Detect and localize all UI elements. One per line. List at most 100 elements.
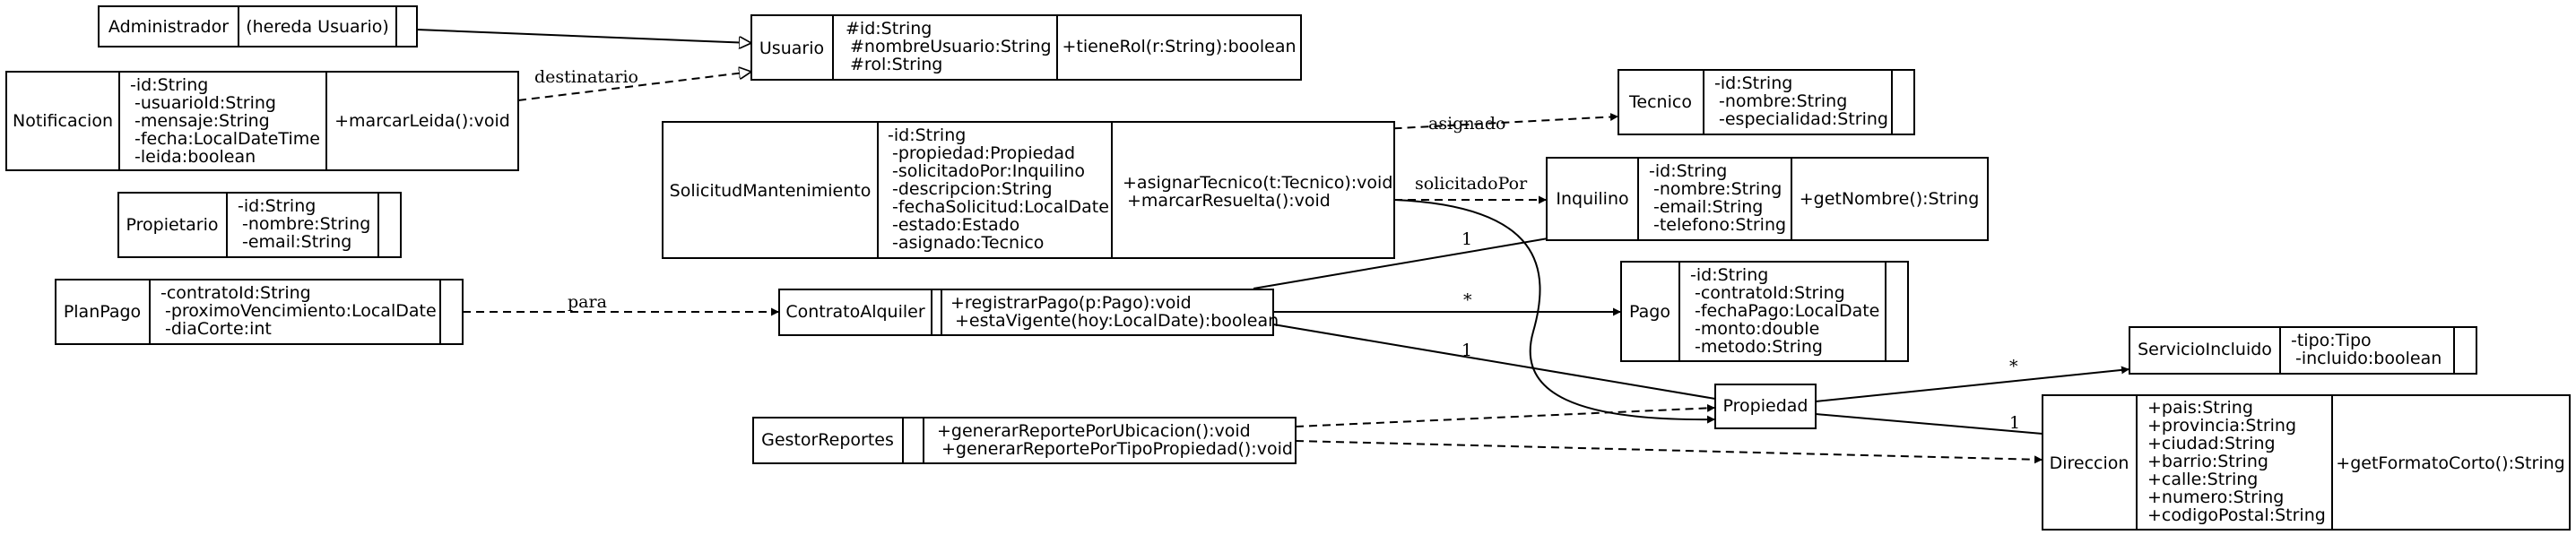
class-method: +marcarResuelta():void — [1127, 191, 1331, 211]
edge-labels: destinatario para asignado solicitadoPor… — [534, 67, 2020, 433]
class-inquilino[interactable]: Inquilino -id:String -nombre:String -ema… — [1546, 157, 1989, 241]
class-name: SolicitudMantenimiento — [670, 181, 872, 201]
class-attribute: -fechaPago:LocalDate — [1695, 301, 1879, 321]
class-attribute: +ciudad:String — [2147, 434, 2276, 453]
class-method: +marcarLeida():void — [334, 111, 510, 131]
class-method: +registrarPago(p:Pago):void — [950, 293, 1192, 313]
class-method: +generarReportePorTipoPropiedad():void — [941, 439, 1293, 459]
label-mult-inquilino: 1 — [1461, 229, 1472, 249]
label-para: para — [568, 292, 607, 312]
class-attribute: +pais:String — [2147, 398, 2253, 418]
class-name: Notificacion — [13, 111, 113, 131]
class-attribute: -email:String — [242, 232, 351, 252]
class-name: Propiedad — [1723, 396, 1808, 416]
class-name: Inquilino — [1556, 189, 1628, 209]
class-attribute: -solicitadoPor:Inquilino — [892, 161, 1085, 181]
class-attribute: #nombreUsuario:String — [850, 37, 1052, 56]
class-usuario[interactable]: Usuario #id:String #nombreUsuario:String… — [750, 14, 1302, 81]
edge-propiedad-servicio — [1815, 366, 2130, 402]
label-mult-propiedad: 1 — [1461, 341, 1472, 360]
class-propietario[interactable]: Propietario -id:String -nombre:String -e… — [117, 192, 402, 258]
class-attribute: -id:String — [888, 125, 966, 145]
class-method: +getNombre():String — [1800, 189, 1980, 209]
class-attribute: -contratoId:String — [160, 283, 311, 303]
class-attribute: +provincia:String — [2147, 416, 2296, 436]
class-solicitudmantenimiento[interactable]: SolicitudMantenimiento -id:String -propi… — [662, 121, 1395, 259]
class-name: Pago — [1629, 302, 1670, 322]
class-attribute: #rol:String — [850, 55, 942, 74]
class-notificacion[interactable]: Notificacion -id:String -usuarioId:Strin… — [5, 71, 519, 171]
class-contratoalquiler[interactable]: ContratoAlquiler +registrarPago(p:Pago):… — [778, 289, 1279, 336]
class-attribute: -incluido:boolean — [2295, 349, 2442, 368]
class-attribute: -id:String — [130, 75, 208, 95]
class-attribute: -tipo:Tipo — [2291, 331, 2372, 350]
class-attribute: -id:String — [1690, 265, 1768, 285]
class-attribute: -metodo:String — [1695, 337, 1823, 357]
class-name: Direccion — [2050, 453, 2129, 473]
class-attribute: -diaCorte:int — [165, 319, 272, 339]
label-asignado: asignado — [1428, 114, 1505, 134]
class-attribute: -email:String — [1653, 197, 1763, 217]
class-attribute: -fecha:LocalDateTime — [134, 129, 320, 149]
class-name: Tecnico — [1628, 92, 1692, 112]
class-attribute: -telefono:String — [1653, 215, 1786, 235]
class-name: ServicioIncluido — [2138, 340, 2272, 359]
class-planpago[interactable]: PlanPago -contratoId:String -proximoVenc… — [55, 279, 464, 345]
class-method: +estaVigente(hoy:LocalDate):boolean — [955, 311, 1279, 331]
class-gestorreportes[interactable]: GestorReportes +generarReportePorUbicaci… — [752, 417, 1297, 464]
class-note: (hereda Usuario) — [246, 17, 389, 37]
class-name: ContratoAlquiler — [785, 302, 925, 322]
class-attribute: -nombre:String — [1719, 91, 1847, 111]
class-method: +asignarTecnico(t:Tecnico):void — [1123, 173, 1392, 193]
class-attribute: -leida:boolean — [134, 147, 256, 167]
class-name: Usuario — [759, 39, 824, 58]
class-name: GestorReportes — [761, 430, 894, 450]
class-attribute: -proximoVencimiento:LocalDate — [165, 301, 437, 321]
class-attribute: +codigoPostal:String — [2147, 505, 2326, 525]
class-attribute: +barrio:String — [2147, 452, 2268, 471]
class-name: Administrador — [108, 17, 229, 37]
class-attribute: -estado:Estado — [892, 215, 1019, 235]
class-attribute: +calle:String — [2147, 470, 2258, 489]
class-tecnico[interactable]: Tecnico -id:String -nombre:String -espec… — [1618, 69, 1915, 135]
edge-gestor-propiedad — [1295, 403, 1716, 427]
class-attribute: -monto:double — [1695, 319, 1819, 339]
edge-gestor-direccion — [1295, 440, 2043, 464]
class-attribute: -id:String — [238, 196, 316, 216]
label-mult-pago: * — [1463, 290, 1472, 310]
class-direccion[interactable]: Direccion +pais:String +provincia:String… — [2042, 394, 2571, 531]
class-administrador[interactable]: Administrador (hereda Usuario) — [98, 5, 418, 47]
class-attribute: -id:String — [1714, 73, 1792, 93]
edge-propiedad-direccion — [1815, 413, 2043, 435]
class-attribute: -nombre:String — [242, 214, 370, 234]
class-attribute: -usuarioId:String — [134, 93, 276, 113]
edge-contrato-propiedad — [1272, 324, 1716, 400]
class-attribute: -descripcion:String — [892, 179, 1053, 199]
class-servicioincluido[interactable]: ServicioIncluido -tipo:Tipo -incluido:bo… — [2129, 326, 2477, 375]
edge-notificacion-usuario — [517, 72, 751, 101]
label-destinatario: destinatario — [534, 67, 638, 87]
class-attribute: -id:String — [1649, 161, 1727, 181]
class-attribute: -mensaje:String — [134, 111, 270, 131]
label-mult-servicio: * — [2009, 357, 2018, 376]
class-attribute: -especialidad:String — [1719, 109, 1888, 129]
class-attribute: +numero:String — [2147, 488, 2284, 507]
class-name: PlanPago — [64, 302, 141, 322]
class-attribute: -contratoId:String — [1695, 283, 1845, 303]
class-pago[interactable]: Pago -id:String -contratoId:String -fech… — [1620, 261, 1909, 362]
class-propiedad[interactable]: Propiedad — [1714, 384, 1817, 429]
class-method: +tieneRol(r:String):boolean — [1062, 37, 1296, 56]
class-name: Propietario — [126, 215, 219, 235]
class-attribute: #id:String — [846, 19, 932, 39]
label-mult-direccion: 1 — [2009, 413, 2020, 433]
class-attribute: -propiedad:Propiedad — [892, 143, 1075, 163]
class-attribute: -fechaSolicitud:LocalDate — [892, 197, 1109, 217]
class-attribute: -nombre:String — [1653, 179, 1782, 199]
edge-administrador-usuario — [416, 29, 751, 43]
edge-contrato-inquilino — [1253, 234, 1570, 289]
class-method: +generarReportePorUbicacion():void — [937, 421, 1251, 441]
label-solicitadopor: solicitadoPor — [1415, 174, 1528, 194]
class-method: +getFormatoCorto():String — [2336, 453, 2564, 473]
class-attribute: -asignado:Tecnico — [892, 233, 1044, 253]
